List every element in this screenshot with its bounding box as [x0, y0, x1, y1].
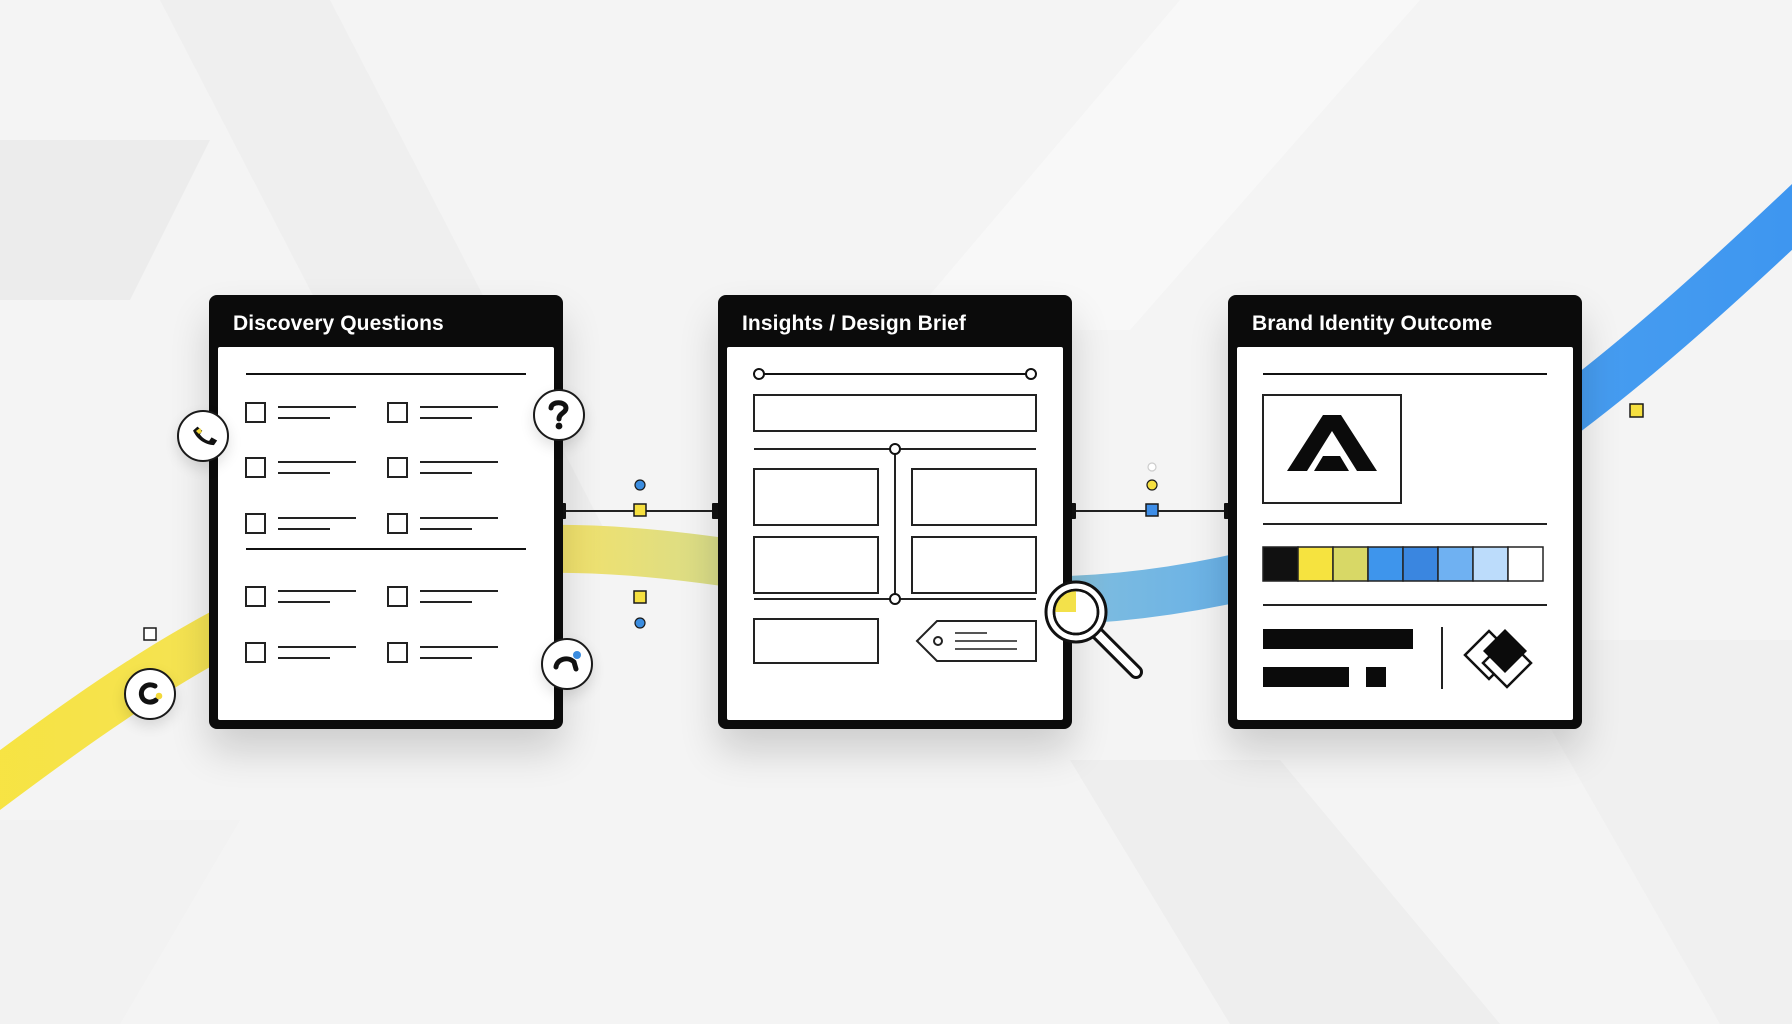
phone-icon — [193, 426, 218, 446]
card-body — [218, 347, 554, 720]
question-list — [245, 373, 526, 663]
brief-layout — [753, 368, 1037, 664]
checklist-left — [245, 402, 266, 663]
swatch — [1262, 546, 1299, 582]
swatch — [1507, 546, 1544, 582]
swatch — [1367, 546, 1404, 582]
sync-badge[interactable] — [541, 638, 593, 690]
text-lines — [278, 406, 498, 659]
card-body — [1237, 347, 1573, 720]
card-brand-identity-outcome: Brand Identity Outcome — [1228, 295, 1582, 729]
swatch — [1402, 546, 1439, 582]
card-title: Discovery Questions — [233, 312, 444, 335]
swatch — [1297, 546, 1334, 582]
magnifying-glass-icon[interactable] — [1036, 572, 1146, 682]
loading-spinner-icon — [138, 682, 163, 705]
refresh-badge[interactable] — [124, 668, 176, 720]
brand-board — [1262, 373, 1547, 689]
question-mark-icon — [548, 400, 569, 430]
tag-icon — [915, 620, 1037, 662]
question-badge[interactable] — [533, 389, 585, 441]
color-swatches — [1262, 546, 1544, 582]
phone-badge[interactable] — [177, 410, 229, 462]
card-insights-design-brief: Insights / Design Brief — [718, 295, 1072, 729]
swatch — [1332, 546, 1369, 582]
checklist-right — [387, 402, 408, 663]
diamond-mark-icon — [1463, 629, 1533, 689]
card-discovery-questions: Discovery Questions — [209, 295, 563, 729]
swatch — [1472, 546, 1509, 582]
brand-logo-icon — [1287, 415, 1377, 471]
refresh-icon — [553, 651, 581, 672]
card-title: Brand Identity Outcome — [1252, 312, 1493, 335]
card-body — [727, 347, 1063, 720]
swatch — [1437, 546, 1474, 582]
card-title: Insights / Design Brief — [742, 312, 966, 335]
